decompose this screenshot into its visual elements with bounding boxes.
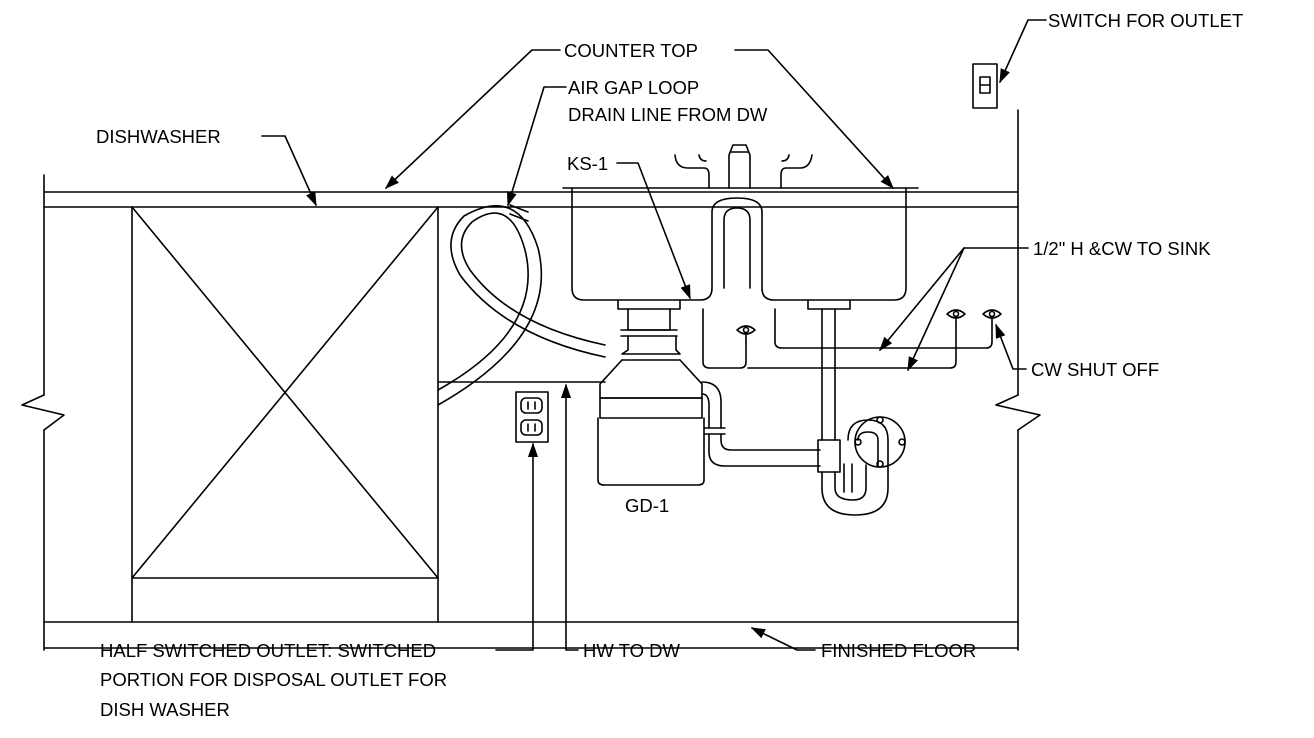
label-counter-top: COUNTER TOP (564, 40, 698, 61)
p-trap-drain (817, 308, 906, 516)
shutoff-valve-icon (982, 309, 1002, 324)
wall-switch (972, 63, 998, 109)
label-hcw-to-sink: 1/2" H &CW TO SINK (1033, 238, 1211, 259)
water-supply-lines (702, 308, 1002, 369)
cabinet-outline (21, 109, 1041, 651)
label-gd1: GD-1 (625, 495, 669, 516)
label-air-gap-line2: DRAIN LINE FROM DW (568, 104, 768, 125)
garbage-disposal-gd1 (597, 308, 821, 486)
label-dishwasher: DISHWASHER (96, 126, 221, 147)
leader-lines (261, 19, 1047, 651)
dishwasher (131, 206, 439, 623)
air-gap-loop-hose (437, 204, 606, 406)
label-air-gap-line1: AIR GAP LOOP (568, 77, 699, 98)
label-finished-floor: FINISHED FLOOR (821, 640, 976, 661)
label-switch-for-outlet: SWITCH FOR OUTLET (1048, 10, 1243, 31)
label-half-outlet-line2: PORTION FOR DISPOSAL OUTLET FOR (100, 669, 447, 690)
finished-floor (43, 621, 1019, 649)
kitchen-sink-ks1 (562, 144, 919, 310)
label-half-outlet-line3: DISH WASHER (100, 699, 230, 720)
label-half-outlet-line1: HALF SWITCHED OUTLET: SWITCHED (100, 640, 436, 661)
label-cw-shut-off: CW SHUT OFF (1031, 359, 1159, 380)
counter-top (43, 191, 1019, 208)
shutoff-valve-icon (736, 325, 756, 343)
label-hw-to-dw: HW TO DW (583, 640, 680, 661)
duplex-outlet (515, 391, 549, 443)
text-labels: SWITCH FOR OUTLET COUNTER TOP AIR GAP LO… (96, 10, 1243, 720)
label-ks1: KS-1 (567, 153, 608, 174)
shutoff-valve-icon (946, 309, 966, 324)
